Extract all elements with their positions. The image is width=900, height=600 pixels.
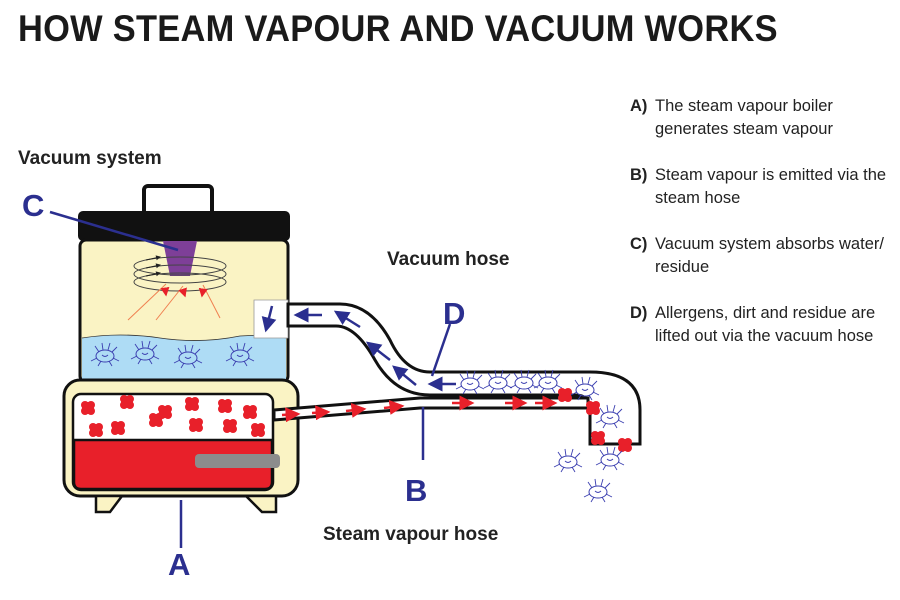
marker-a: A	[168, 547, 191, 582]
legend-item-d: D) Allergens, dirt and residue are lifte…	[630, 302, 900, 348]
legend-key: B)	[630, 166, 648, 184]
steam-vapour-hose	[272, 396, 590, 422]
legend: A) The steam vapour boiler generates ste…	[630, 95, 900, 371]
marker-c-pointer	[49, 210, 179, 252]
vacuum-lid	[78, 211, 290, 241]
legend-text: Vacuum system absorbs water/ residue	[655, 235, 884, 276]
vacuum-nozzle	[163, 241, 197, 276]
marker-b: B	[405, 473, 428, 508]
legend-item-b: B) Steam vapour is emitted via the steam…	[630, 164, 900, 210]
page-title: HOW STEAM VAPOUR AND VACUUM WORKS	[18, 8, 778, 49]
legend-text: Allergens, dirt and residue are lifted o…	[655, 304, 876, 345]
label-steam-vapour-hose: Steam vapour hose	[323, 524, 499, 545]
marker-d: D	[443, 296, 466, 331]
water	[82, 335, 286, 380]
marker-d-pointer	[430, 323, 452, 377]
legend-key: D)	[630, 304, 648, 322]
label-vacuum-hose: Vacuum hose	[387, 249, 510, 270]
legend-text: Steam vapour is emitted via the steam ho…	[655, 166, 887, 207]
legend-item-a: A) The steam vapour boiler generates ste…	[630, 95, 900, 141]
legend-item-c: C) Vacuum system absorbs water/ residue	[630, 233, 900, 279]
legend-key: C)	[630, 235, 648, 253]
marker-c: C	[22, 188, 45, 223]
label-vacuum-system: Vacuum system	[18, 148, 162, 169]
vacuum-hose	[286, 302, 642, 446]
legend-key: A)	[630, 97, 648, 115]
legend-text: The steam vapour boiler generates steam …	[655, 97, 833, 138]
